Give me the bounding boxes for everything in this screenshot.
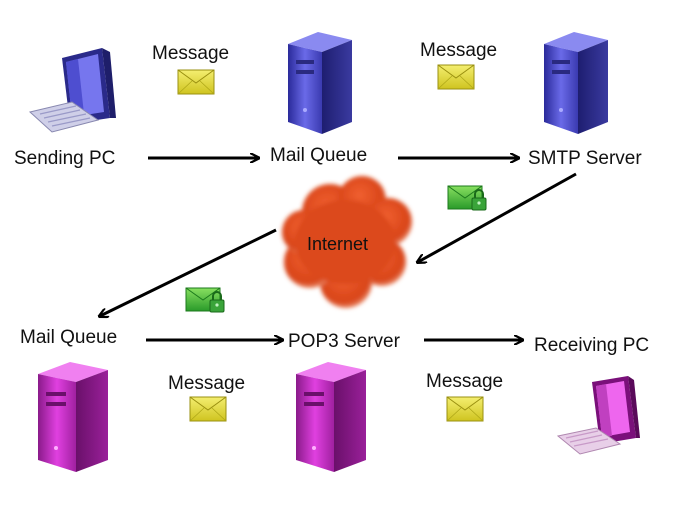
mail-queue-bottom-server-icon: [38, 362, 108, 472]
message-envelope-icon: [177, 69, 215, 95]
secure-message-icon: [185, 287, 225, 313]
flow-arrows: [100, 158, 577, 340]
mail-queue-top-label: Mail Queue: [270, 145, 368, 166]
arrow-internet-to-queue: [100, 228, 277, 316]
receiving-pc-icon: [556, 376, 640, 455]
internet-cloud-icon: [282, 176, 412, 308]
message-envelope-icon: [437, 64, 475, 90]
message-label: Message: [152, 43, 230, 64]
mail-queue-top-server-icon: [288, 32, 352, 134]
mail-queue-bottom-label: Mail Queue: [20, 327, 118, 348]
smtp-server-label: SMTP Server: [528, 148, 642, 169]
message-label: Message: [420, 40, 498, 61]
message-label: Message: [168, 373, 246, 394]
pop3-server-icon: [296, 362, 366, 472]
sending-pc-label: Sending PC: [14, 148, 116, 169]
smtp-server-icon: [544, 32, 608, 134]
sending-pc-icon: [28, 48, 116, 133]
message-envelope-icon: [189, 396, 227, 422]
message-label: Message: [426, 371, 504, 392]
message-envelope-icon: [446, 396, 484, 422]
receiving-pc-label: Receiving PC: [534, 335, 650, 356]
pop3-server-label: POP3 Server: [288, 331, 400, 352]
arrow-smtp-to-internet: [418, 172, 577, 262]
secure-message-icon: [447, 185, 487, 211]
internet-label: Internet: [307, 234, 369, 254]
